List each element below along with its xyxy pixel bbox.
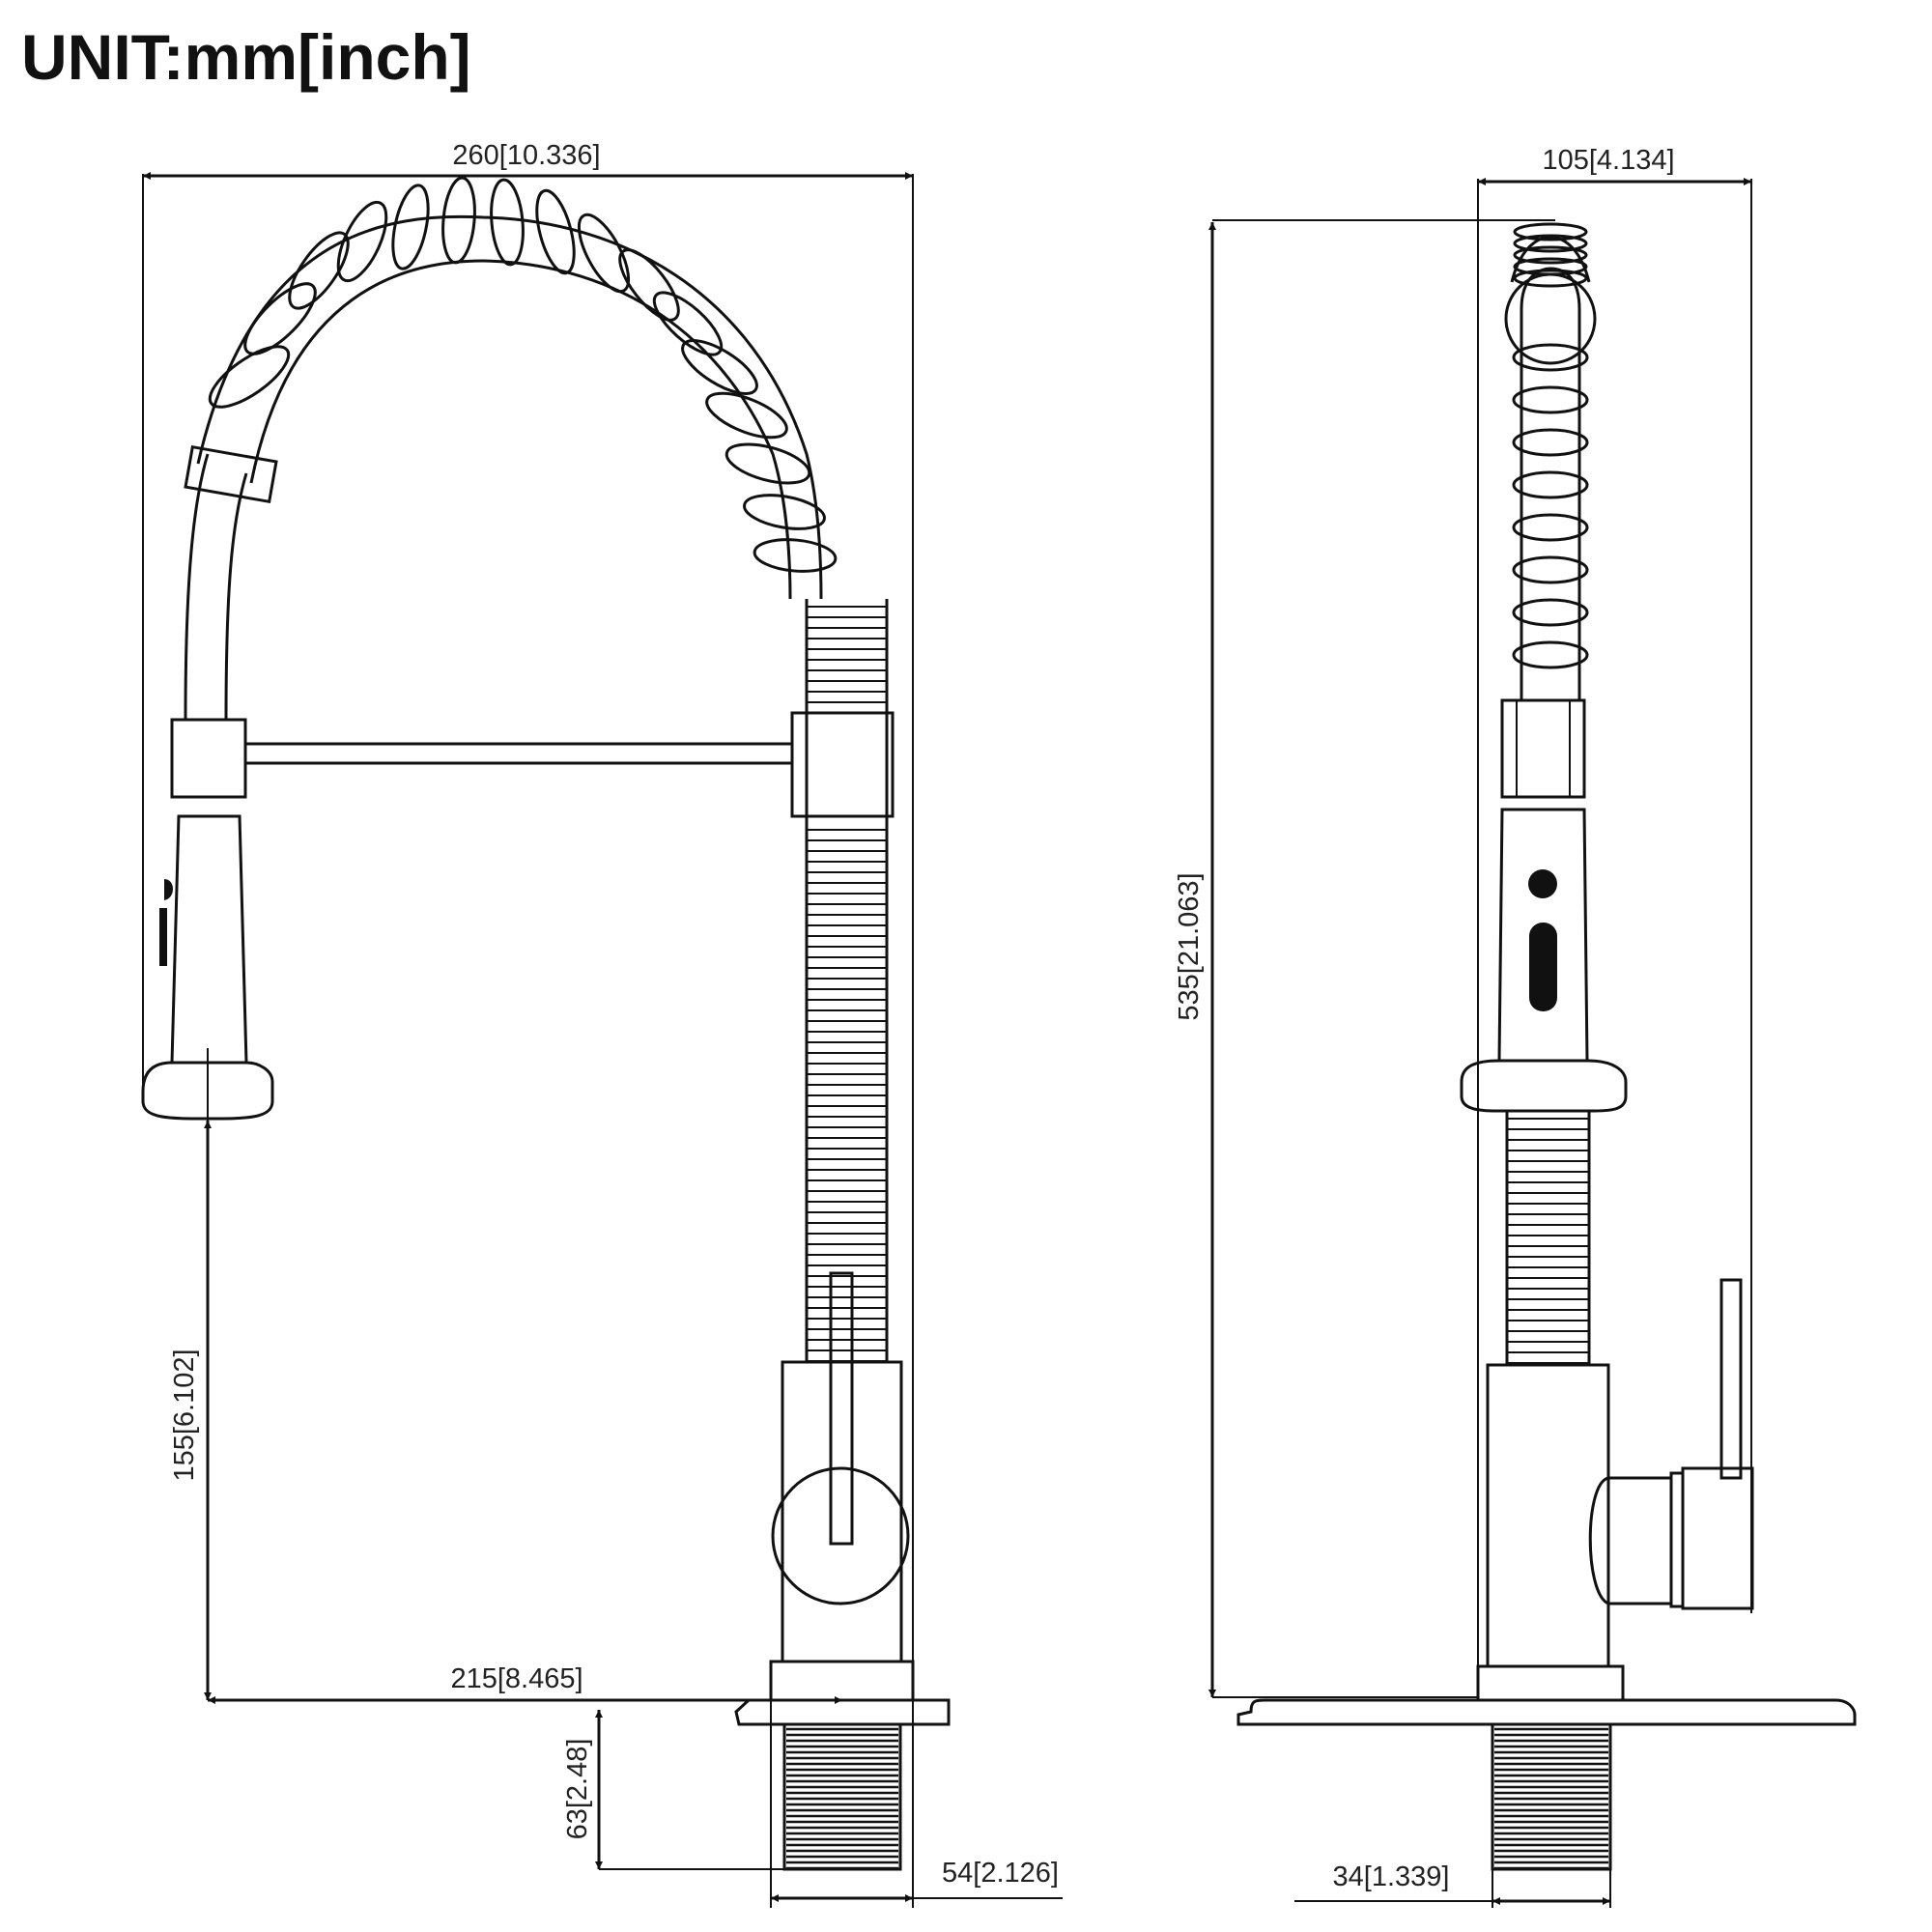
overall-height-label: 535[21.063]: [1174, 872, 1205, 1020]
spout-height-label: 155[6.102]: [169, 1349, 200, 1481]
base-width-label: 54[2.126]: [942, 1858, 1059, 1889]
arched-hose: [184, 214, 823, 721]
dim-reach: 215[8.465]: [208, 1663, 842, 1704]
hose-collar: [184, 444, 278, 504]
shank-diameter-label: 34[1.339]: [1333, 1861, 1450, 1892]
unit-title: UNIT:mm[inch]: [21, 21, 471, 93]
corrugated-riser: [805, 599, 889, 1362]
side-spray-head: [1460, 808, 1628, 1113]
overall-depth-label: 105[4.134]: [1542, 145, 1674, 176]
side-view: 105[4.134] 535[21.063]: [1174, 145, 1857, 1908]
dim-shank-length: 63[2.48]: [562, 1710, 784, 1870]
dim-shank-diameter: 34[1.339]: [1294, 1861, 1611, 1908]
side-lever-handle: [1719, 1278, 1743, 1480]
spray-button-slot: [1529, 923, 1557, 1011]
side-body: [1236, 1278, 1857, 1726]
side-threaded-shank: [1491, 1722, 1612, 1871]
threaded-shank: [782, 1722, 902, 1871]
dim-overall-depth: 105[4.134]: [1477, 145, 1752, 1671]
handle-knob: [771, 1466, 910, 1605]
lever-handle: [829, 1271, 854, 1546]
overall-width-label: 260[10.336]: [452, 140, 600, 171]
side-corrugated-riser: [1505, 1111, 1591, 1365]
spring-coils: [208, 176, 838, 573]
side-spout-top: [1504, 222, 1597, 702]
faucet-body: [734, 1271, 951, 1726]
connecting-arm: [170, 711, 895, 818]
side-collar: [1500, 698, 1586, 799]
dim-base-width: 54[2.126]: [770, 1662, 1063, 1908]
front-view: 260[10.336]: [141, 140, 1063, 1908]
dim-spout-height: 155[6.102]: [169, 1048, 212, 1700]
dim-overall-width: 260[10.336]: [142, 140, 914, 1700]
dim-overall-height: 535[21.063]: [1174, 219, 1555, 1698]
shank-length-label: 63[2.48]: [562, 1739, 593, 1840]
reach-label: 215[8.465]: [450, 1663, 582, 1694]
spray-button-dot: [1528, 869, 1557, 898]
